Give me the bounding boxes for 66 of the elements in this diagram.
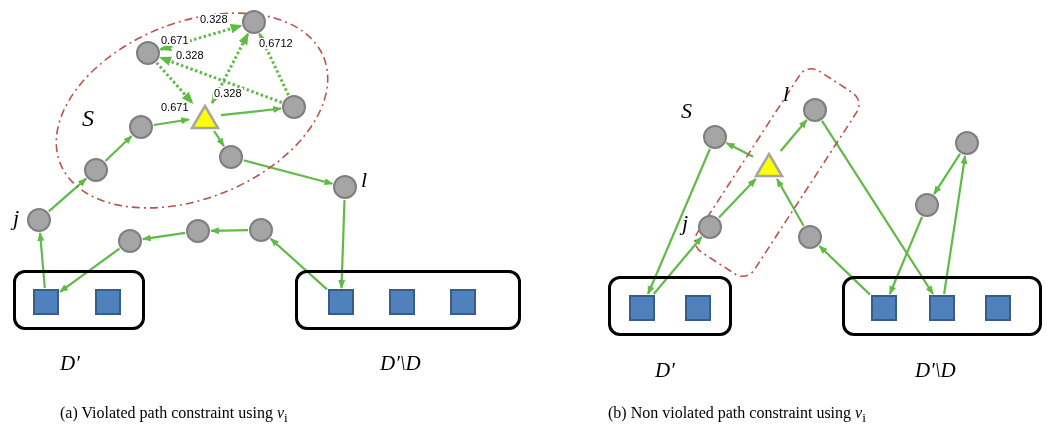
arrow bbox=[338, 199, 346, 289]
edge-label: 0.671 bbox=[160, 102, 190, 113]
data-square bbox=[95, 289, 121, 315]
data-square bbox=[685, 295, 711, 321]
arrow bbox=[652, 236, 703, 295]
triangle-vertex bbox=[190, 104, 220, 130]
vertex-circle bbox=[129, 115, 153, 139]
set-label: S bbox=[681, 100, 692, 122]
caption: (a) Violated path constraint using ν$_{i}$ bbox=[60, 405, 288, 425]
set-label: S bbox=[82, 106, 94, 130]
triangle-vertex bbox=[754, 152, 784, 178]
arrow bbox=[821, 120, 934, 295]
data-square bbox=[33, 289, 59, 315]
arrow bbox=[779, 119, 808, 152]
vertex-label: l bbox=[361, 169, 368, 191]
dataset-label: D′ bbox=[655, 360, 675, 381]
arrow bbox=[647, 148, 711, 295]
data-square bbox=[328, 289, 354, 315]
arrow bbox=[933, 153, 961, 195]
caption: (b) Non violated path constraint using ν$_{i}$ bbox=[608, 405, 866, 425]
dotted-arrow bbox=[155, 61, 194, 104]
vertex-circle bbox=[282, 95, 306, 119]
edge-label: 0.328 bbox=[213, 88, 243, 99]
arrow bbox=[153, 117, 190, 127]
edge-label: 0.328 bbox=[199, 14, 229, 25]
data-square bbox=[985, 295, 1011, 321]
vertex-circle bbox=[84, 158, 108, 182]
dotted-arrow bbox=[210, 32, 250, 105]
vertex-circle bbox=[136, 41, 160, 65]
arrow bbox=[48, 177, 87, 213]
arrow bbox=[943, 155, 968, 295]
arrow bbox=[818, 245, 871, 296]
arrow bbox=[59, 247, 121, 293]
dataset-label: D′ bbox=[60, 353, 80, 374]
arrow bbox=[37, 232, 46, 289]
arrow bbox=[269, 237, 328, 291]
arrow bbox=[243, 159, 334, 186]
dataset-label: D′\D bbox=[915, 360, 956, 381]
vertex-circle bbox=[186, 219, 210, 243]
vertex-circle bbox=[915, 193, 939, 217]
vertex-circle bbox=[955, 131, 979, 155]
vertex-circle bbox=[219, 145, 243, 169]
arrow bbox=[718, 178, 757, 219]
arrow bbox=[142, 231, 186, 242]
vertex-label: l bbox=[783, 83, 790, 105]
weight-label: 0.671 bbox=[160, 35, 190, 46]
arrow bbox=[776, 178, 805, 227]
dataset-label: D′\D bbox=[380, 353, 421, 374]
arrow bbox=[220, 105, 282, 117]
vertex-circle bbox=[118, 229, 142, 253]
data-square bbox=[629, 295, 655, 321]
data-square bbox=[450, 289, 476, 315]
dotted-arrow bbox=[258, 32, 290, 96]
data-square bbox=[871, 295, 897, 321]
edge-label: 0.328 bbox=[175, 50, 205, 61]
arrow bbox=[210, 227, 248, 235]
vertex-circle bbox=[249, 218, 273, 242]
arrow bbox=[104, 135, 133, 162]
dotted-arrow bbox=[159, 56, 283, 104]
dotted-arrow bbox=[159, 24, 243, 51]
data-square bbox=[929, 295, 955, 321]
edge-label: 0.6712 bbox=[258, 38, 294, 49]
arrow bbox=[725, 142, 754, 158]
vertex-circle bbox=[242, 10, 266, 34]
data-square bbox=[389, 289, 415, 315]
arrow bbox=[213, 130, 225, 147]
